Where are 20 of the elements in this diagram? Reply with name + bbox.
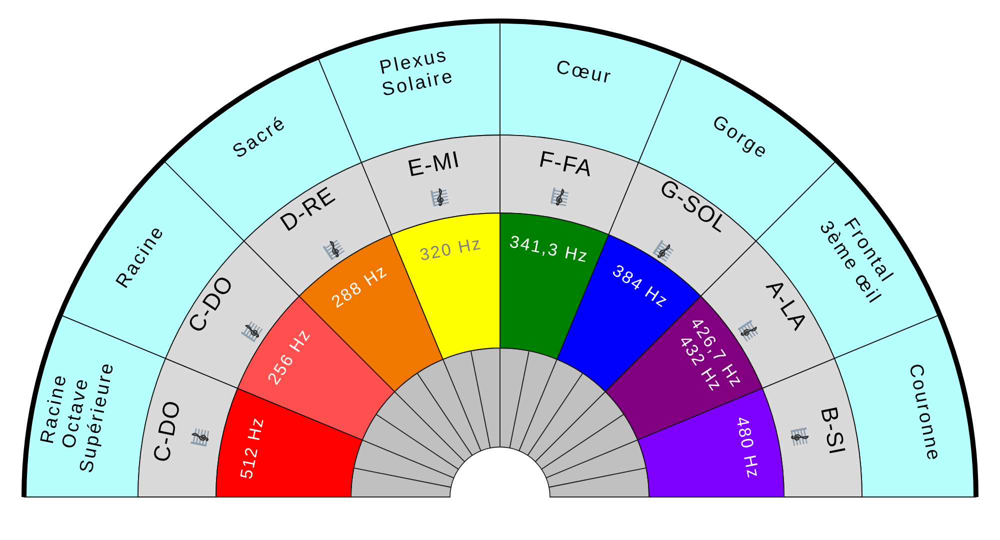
chakra-name: Cœur: [554, 57, 614, 90]
note-ring-segment: [360, 134, 501, 236]
frequency-label: 341,3 Hz: [508, 232, 590, 267]
frequency-label: 288 Hz: [328, 262, 392, 313]
frequency-label: 320 Hz: [418, 234, 484, 266]
frequency-label: 512 Hz: [238, 415, 268, 480]
note-name: C-DO: [149, 398, 184, 464]
frequency-ring-segment: [390, 212, 501, 361]
note-name: E-MI: [406, 147, 462, 180]
note-ring-segment: [137, 357, 239, 498]
chakra-name: Plexus Solaire: [376, 44, 457, 104]
chakra-name: Couronne: [903, 362, 944, 464]
frequency-ring-segment: [215, 387, 364, 498]
frequency-label: 384 Hz: [608, 262, 672, 313]
frequency-ring-segment: [499, 212, 610, 361]
note-name: F-FA: [538, 146, 595, 180]
note-ring-segment: [761, 357, 863, 498]
note-name: B-SI: [817, 404, 850, 457]
note-ring-segment: [499, 134, 640, 236]
frequency-label: 480 Hz: [732, 415, 762, 480]
